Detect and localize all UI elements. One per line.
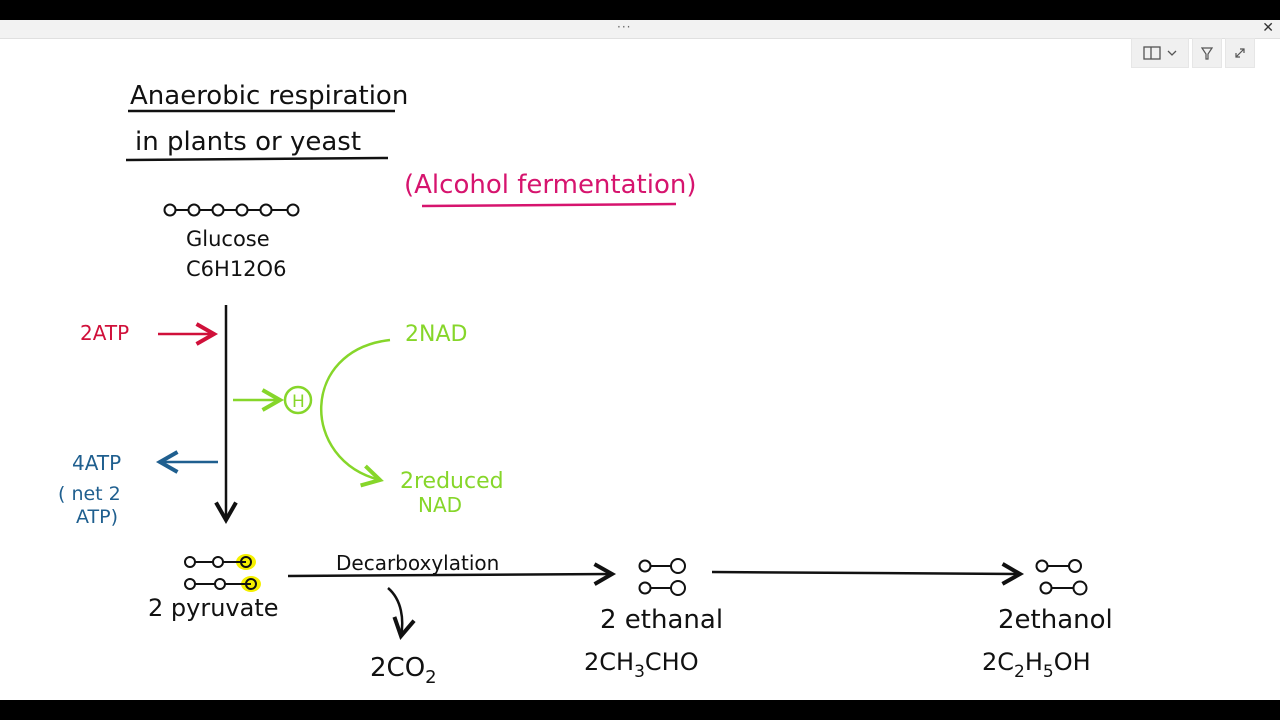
title-underline-2 (125, 156, 389, 162)
filter-icon (1201, 47, 1213, 60)
glucose-formula: C6H12O6 (186, 257, 286, 281)
glucose-carbon-chain (163, 203, 300, 217)
diagram-canvas: Anaerobic respiration in plants or yeast… (58, 81, 1113, 688)
title-line-1: Anaerobic respiration (130, 81, 408, 111)
window-menu-dots[interactable]: ··· (617, 20, 632, 34)
ethanal-formula: 2CH3CHO (584, 648, 699, 682)
view-mode-button[interactable] (1131, 38, 1189, 68)
ethanal-to-ethanol-arrow (711, 562, 1025, 586)
reduced-nad-line-1: 2reduced (400, 469, 504, 494)
title-bar: ··· ✕ (0, 20, 1280, 39)
pyruvate-label: 2 pyruvate (148, 594, 279, 622)
subtitle-underline (421, 202, 677, 208)
net-atp-line-2: ATP) (76, 506, 118, 528)
close-icon[interactable]: ✕ (1262, 20, 1274, 36)
atp-input-label: 2ATP (80, 321, 129, 345)
nad-label: 2NAD (405, 322, 467, 347)
filter-button[interactable] (1192, 38, 1222, 68)
ethanol-label: 2ethanol (998, 605, 1113, 635)
hydrogen-circle (283, 385, 313, 415)
co2-label: 2CO2 (370, 653, 437, 688)
toolbar (1131, 38, 1255, 70)
pyruvate-molecules (184, 554, 261, 592)
decarboxylation-label: Decarboxylation (336, 551, 499, 575)
ethanol-molecules (1035, 559, 1088, 596)
top-black-bar (0, 0, 1280, 20)
bottom-black-bar (0, 700, 1280, 720)
co2-release-arrow (387, 587, 416, 640)
reduced-nad-line-2: NAD (418, 493, 462, 517)
ethanal-label: 2 ethanal (600, 605, 723, 635)
title-line-2: in plants or yeast (135, 127, 361, 157)
net-atp-line-1: ( net 2 (58, 483, 121, 505)
ethanal-molecules (638, 558, 686, 596)
panel-view-icon (1143, 46, 1161, 60)
atp-output-label: 4ATP (72, 451, 121, 475)
expand-button[interactable] (1225, 38, 1255, 68)
chevron-down-icon (1167, 50, 1177, 56)
subtitle-alcohol-fermentation: (Alcohol fermentation) (404, 170, 697, 200)
expand-icon (1235, 48, 1245, 58)
ethanol-formula: 2C2H5OH (982, 648, 1091, 682)
nad-reduction-curve (320, 338, 391, 488)
glucose-label: Glucose (186, 227, 270, 251)
decarboxylation-arrow (287, 562, 617, 586)
hydrogen-symbol: H (292, 392, 305, 412)
